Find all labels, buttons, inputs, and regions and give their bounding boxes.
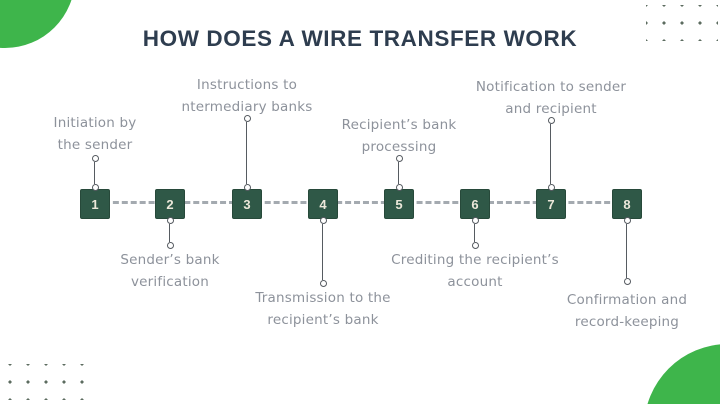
dot-grid-bottom-left xyxy=(1,364,91,400)
step-label-2-line2: verification xyxy=(130,274,210,290)
timeline-dashed-line xyxy=(95,201,628,204)
connector-line-8 xyxy=(624,217,631,285)
step-square-2: 2 xyxy=(155,189,185,219)
step-label-7: Notification to sender and recipient xyxy=(456,76,646,120)
connector-line-3 xyxy=(244,115,251,191)
step-square-8: 8 xyxy=(612,189,642,219)
step-label-3: Instructions to ntermediary banks xyxy=(152,74,342,118)
step-label-3-line1: Instructions to xyxy=(196,77,298,93)
step-label-5-line1: Recipient’s bank xyxy=(341,117,457,133)
step-label-8-line1: Confirmation and xyxy=(566,292,688,308)
step-label-4-line2: recipient’s bank xyxy=(267,312,379,328)
step-square-6: 6 xyxy=(460,189,490,219)
page-title: HOW DOES A WIRE TRANSFER WORK xyxy=(142,26,578,51)
step-label-4: Transmission to the recipient’s bank xyxy=(228,287,418,331)
step-label-1-line1: Initiation by xyxy=(53,115,137,131)
dot-grid-top-right xyxy=(646,5,718,41)
connector-line-5 xyxy=(396,155,403,191)
step-label-5: Recipient’s bank processing xyxy=(304,114,494,158)
connector-line-7 xyxy=(548,117,555,191)
step-label-6-line2: account xyxy=(447,274,503,290)
step-label-3-line2: ntermediary banks xyxy=(181,99,313,115)
step-label-6-line1: Crediting the recipient’s xyxy=(391,252,559,268)
step-square-5: 5 xyxy=(384,189,414,219)
connector-line-2 xyxy=(167,217,174,249)
step-square-7: 7 xyxy=(536,189,566,219)
step-label-8-line2: record-keeping xyxy=(574,314,680,330)
step-label-4-line1: Transmission to the xyxy=(255,290,391,306)
connector-line-1 xyxy=(92,155,99,191)
step-label-8: Confirmation and record-keeping xyxy=(532,289,720,333)
connector-line-4 xyxy=(320,217,327,287)
connector-line-6 xyxy=(472,217,479,249)
step-square-1: 1 xyxy=(80,189,110,219)
step-square-3: 3 xyxy=(232,189,262,219)
step-label-1: Initiation by the sender xyxy=(0,112,190,156)
step-label-1-line2: the sender xyxy=(57,137,133,153)
step-label-2-line1: Sender’s bank xyxy=(120,252,220,268)
green-circle-bottom-right xyxy=(644,344,720,404)
step-label-7-line2: and recipient xyxy=(505,101,597,117)
step-label-7-line1: Notification to sender xyxy=(475,79,627,95)
step-label-6: Crediting the recipient’s account xyxy=(380,249,570,293)
step-square-4: 4 xyxy=(308,189,338,219)
step-label-2: Sender’s bank verification xyxy=(75,249,265,293)
step-label-5-line2: processing xyxy=(361,139,437,155)
